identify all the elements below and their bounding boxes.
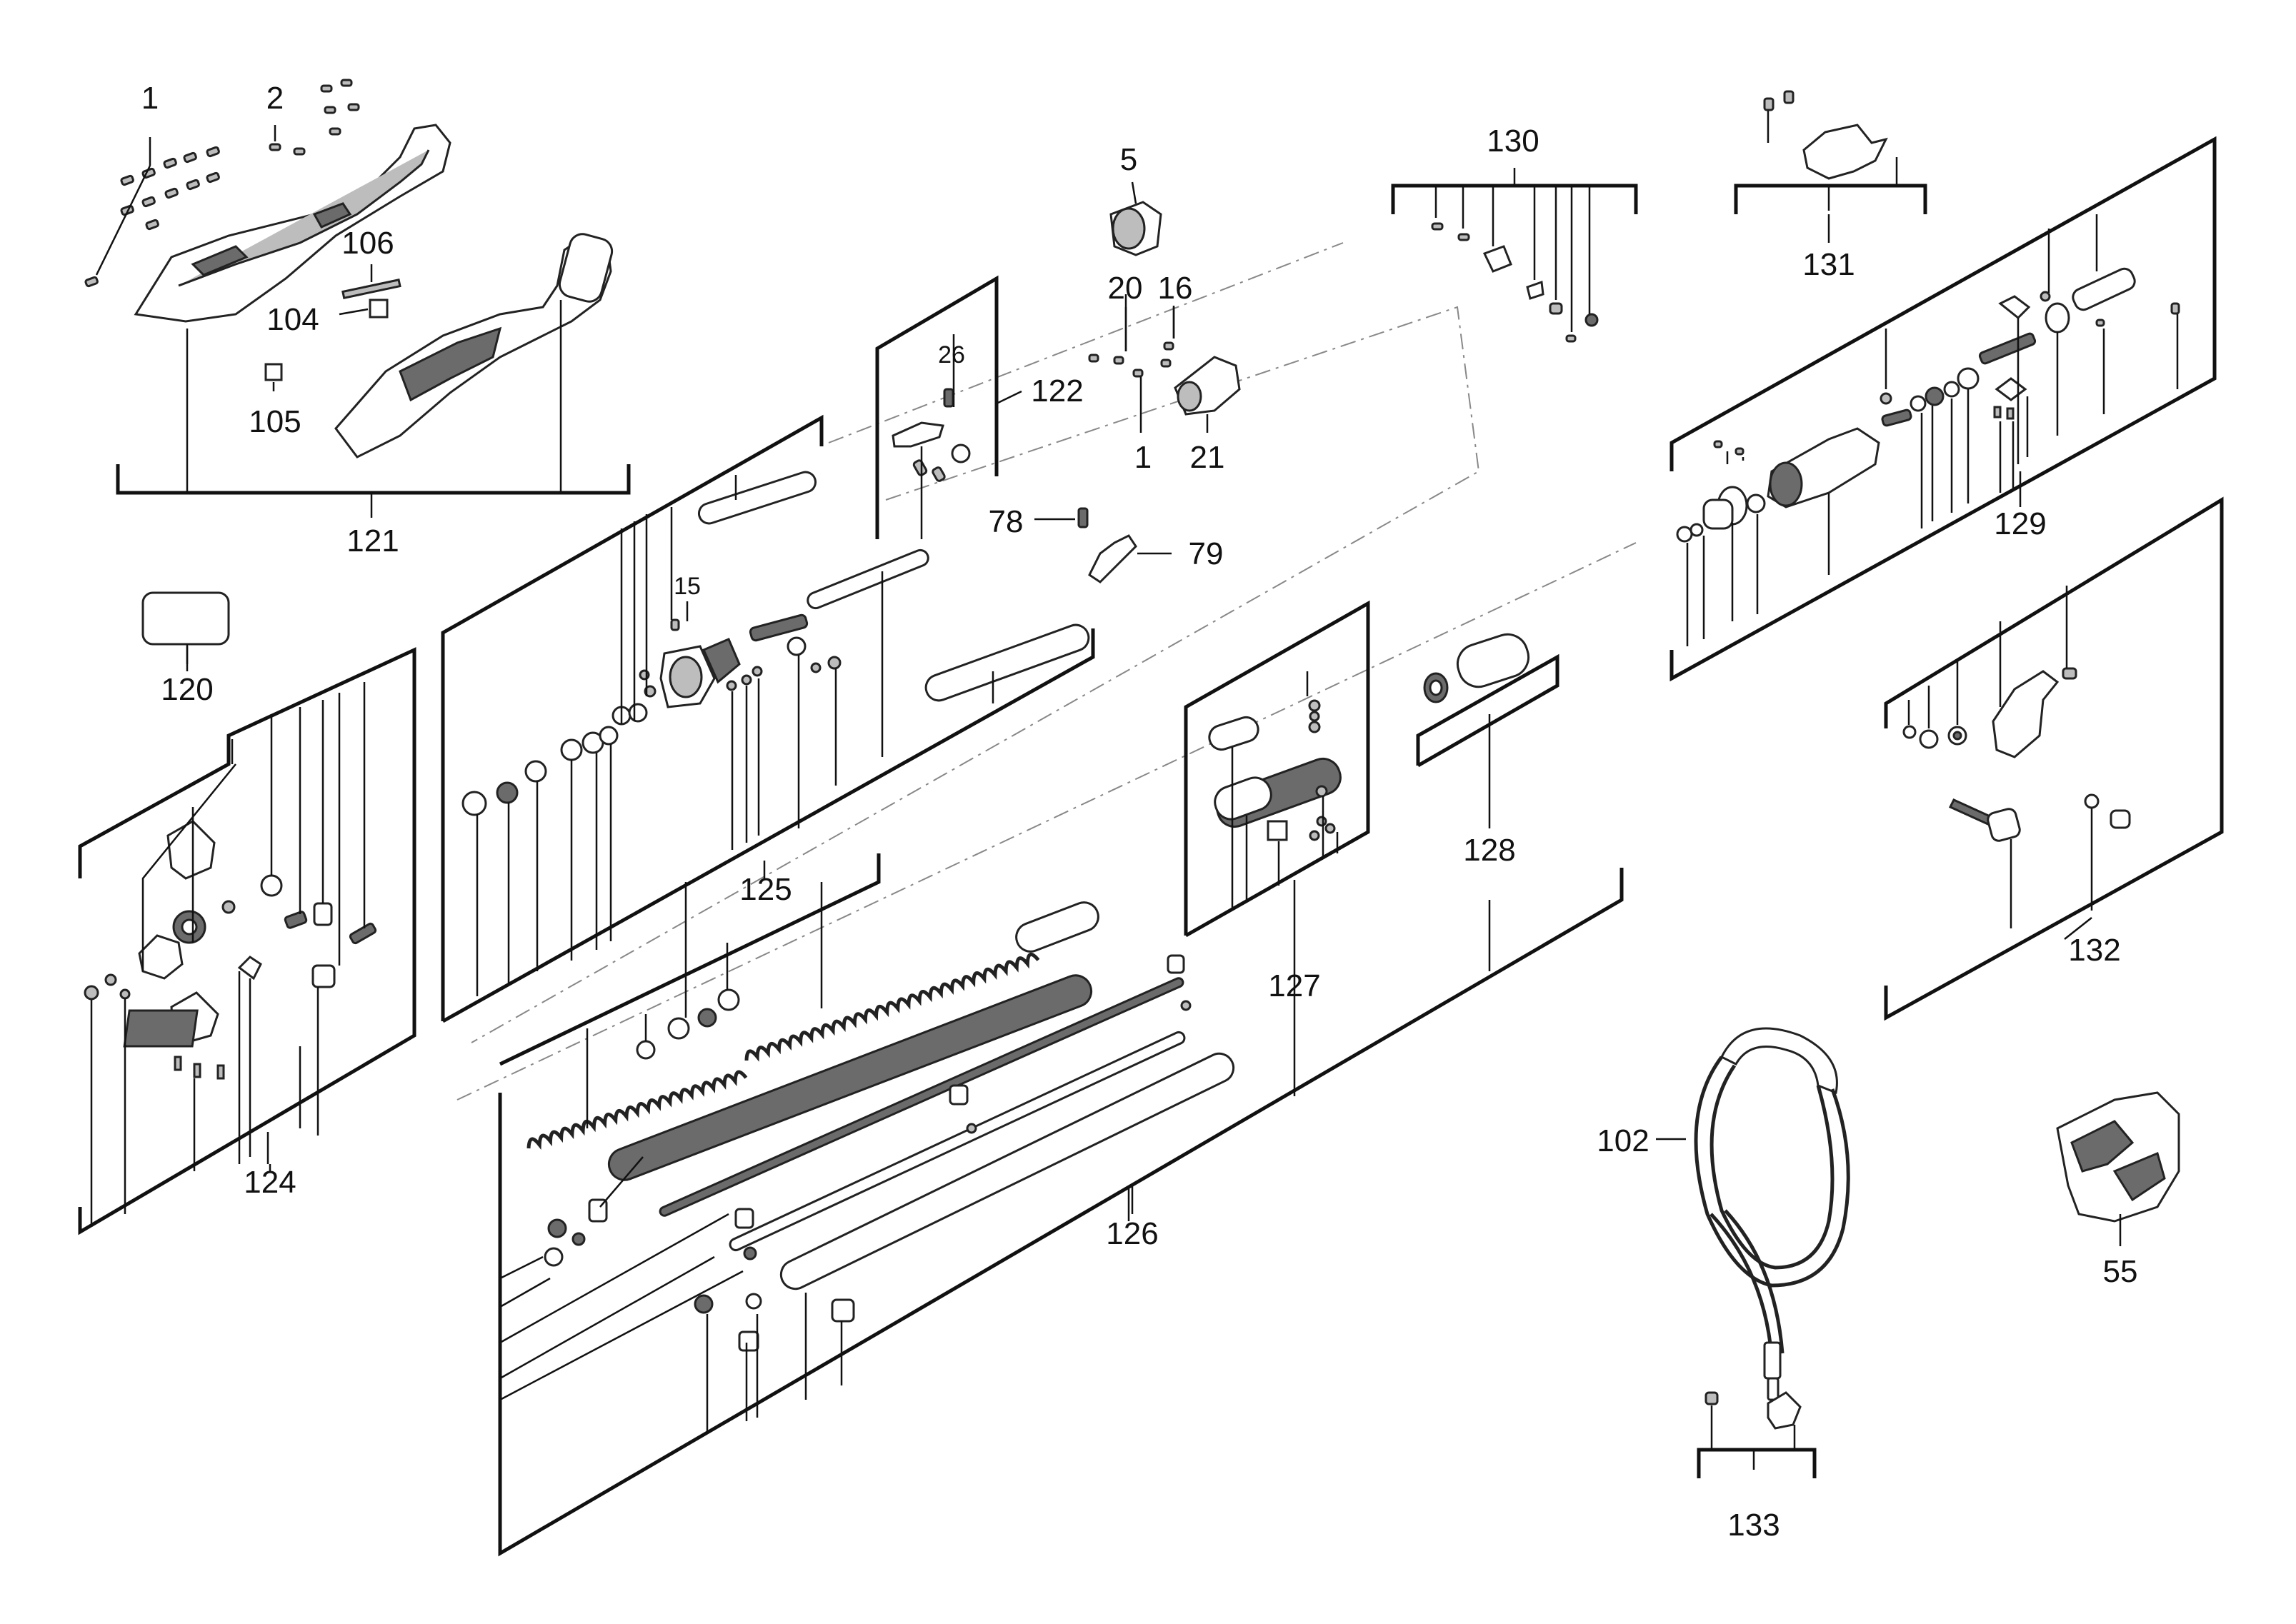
gear-a bbox=[138, 934, 184, 980]
spring-left bbox=[526, 1070, 748, 1151]
label-16: 16 bbox=[1158, 271, 1193, 306]
group-133-clip bbox=[1697, 1391, 1817, 1478]
group-122-trigger bbox=[875, 275, 1022, 539]
label-leader-lines bbox=[186, 214, 2092, 1214]
label-21: 21 bbox=[1190, 440, 1225, 475]
part-55-cover bbox=[2056, 1091, 2180, 1246]
group-129-gear-head bbox=[1669, 136, 2217, 682]
part-131-plate bbox=[1802, 124, 1888, 180]
group-121-handle-housing bbox=[84, 79, 631, 518]
label-104: 104 bbox=[266, 302, 319, 337]
label-128: 128 bbox=[1463, 833, 1515, 868]
label-1b: 1 bbox=[1134, 440, 1152, 475]
part-106 bbox=[341, 279, 401, 300]
label-121: 121 bbox=[346, 523, 399, 558]
label-126: 126 bbox=[1106, 1216, 1158, 1251]
group-132-blade-parts bbox=[1884, 496, 2224, 1021]
spring-right bbox=[744, 953, 1040, 1062]
label-5: 5 bbox=[1120, 142, 1137, 177]
group-128-collar bbox=[1416, 633, 1559, 828]
group-124-electronics bbox=[78, 647, 416, 1235]
spring-26 bbox=[943, 388, 954, 408]
screws-1 bbox=[84, 137, 220, 288]
label-120: 120 bbox=[161, 672, 213, 707]
label-130: 130 bbox=[1487, 124, 1539, 159]
collar-sleeve bbox=[1456, 633, 1530, 688]
label-55: 55 bbox=[2103, 1254, 2138, 1289]
label-20: 20 bbox=[1108, 271, 1143, 306]
assembly-guide-lines bbox=[456, 242, 1637, 1101]
label-132: 132 bbox=[2068, 933, 2120, 968]
label-129: 129 bbox=[1994, 506, 2046, 541]
part-79-lever bbox=[1088, 534, 1137, 583]
screws-2 bbox=[269, 79, 360, 156]
blade-132 bbox=[1992, 670, 2060, 758]
part-104 bbox=[369, 299, 389, 319]
label-1: 1 bbox=[141, 81, 159, 116]
outer-tube bbox=[779, 1052, 1235, 1290]
inner-tube-dark bbox=[607, 974, 1093, 1181]
label-133: 133 bbox=[1727, 1508, 1780, 1543]
label-106: 106 bbox=[341, 226, 394, 261]
group-127-coupler bbox=[1184, 600, 1370, 964]
group-125-drive bbox=[441, 414, 1095, 1023]
blade-bolt bbox=[1948, 798, 1995, 826]
switch-parts bbox=[1034, 181, 1241, 583]
strap-clip bbox=[1767, 1391, 1802, 1430]
label-125: 125 bbox=[739, 872, 792, 907]
label-105: 105 bbox=[249, 404, 301, 439]
callout-labels: 1 2 106 104 105 121 120 5 20 16 1 21 26 … bbox=[141, 81, 2138, 1543]
label-15: 15 bbox=[674, 573, 701, 600]
group-131-bracket bbox=[1734, 90, 1927, 214]
label-26: 26 bbox=[938, 341, 965, 369]
group-130-blade-guard-parts bbox=[1391, 168, 1638, 343]
part-105 bbox=[264, 363, 283, 381]
head-spindle bbox=[2072, 267, 2136, 311]
circuit-board bbox=[123, 1009, 199, 1048]
label-102: 102 bbox=[1597, 1123, 1649, 1158]
spring-78 bbox=[1077, 507, 1089, 528]
group-126-bracket-right bbox=[1293, 868, 1624, 1096]
label-122: 122 bbox=[1031, 374, 1083, 408]
label-79: 79 bbox=[1189, 536, 1224, 571]
label-127: 127 bbox=[1268, 968, 1320, 1003]
trigger-lever bbox=[892, 421, 944, 448]
label-131: 131 bbox=[1802, 247, 1855, 282]
label-2: 2 bbox=[266, 81, 284, 116]
part-120-label bbox=[141, 591, 230, 664]
gear-housing-a bbox=[166, 820, 216, 880]
housing-half-left bbox=[134, 124, 451, 323]
part-127-square bbox=[1267, 820, 1288, 841]
label-78: 78 bbox=[989, 504, 1024, 539]
part-102-shoulder-strap bbox=[1656, 1027, 1850, 1401]
group-126-main-tube bbox=[498, 853, 1624, 1557]
